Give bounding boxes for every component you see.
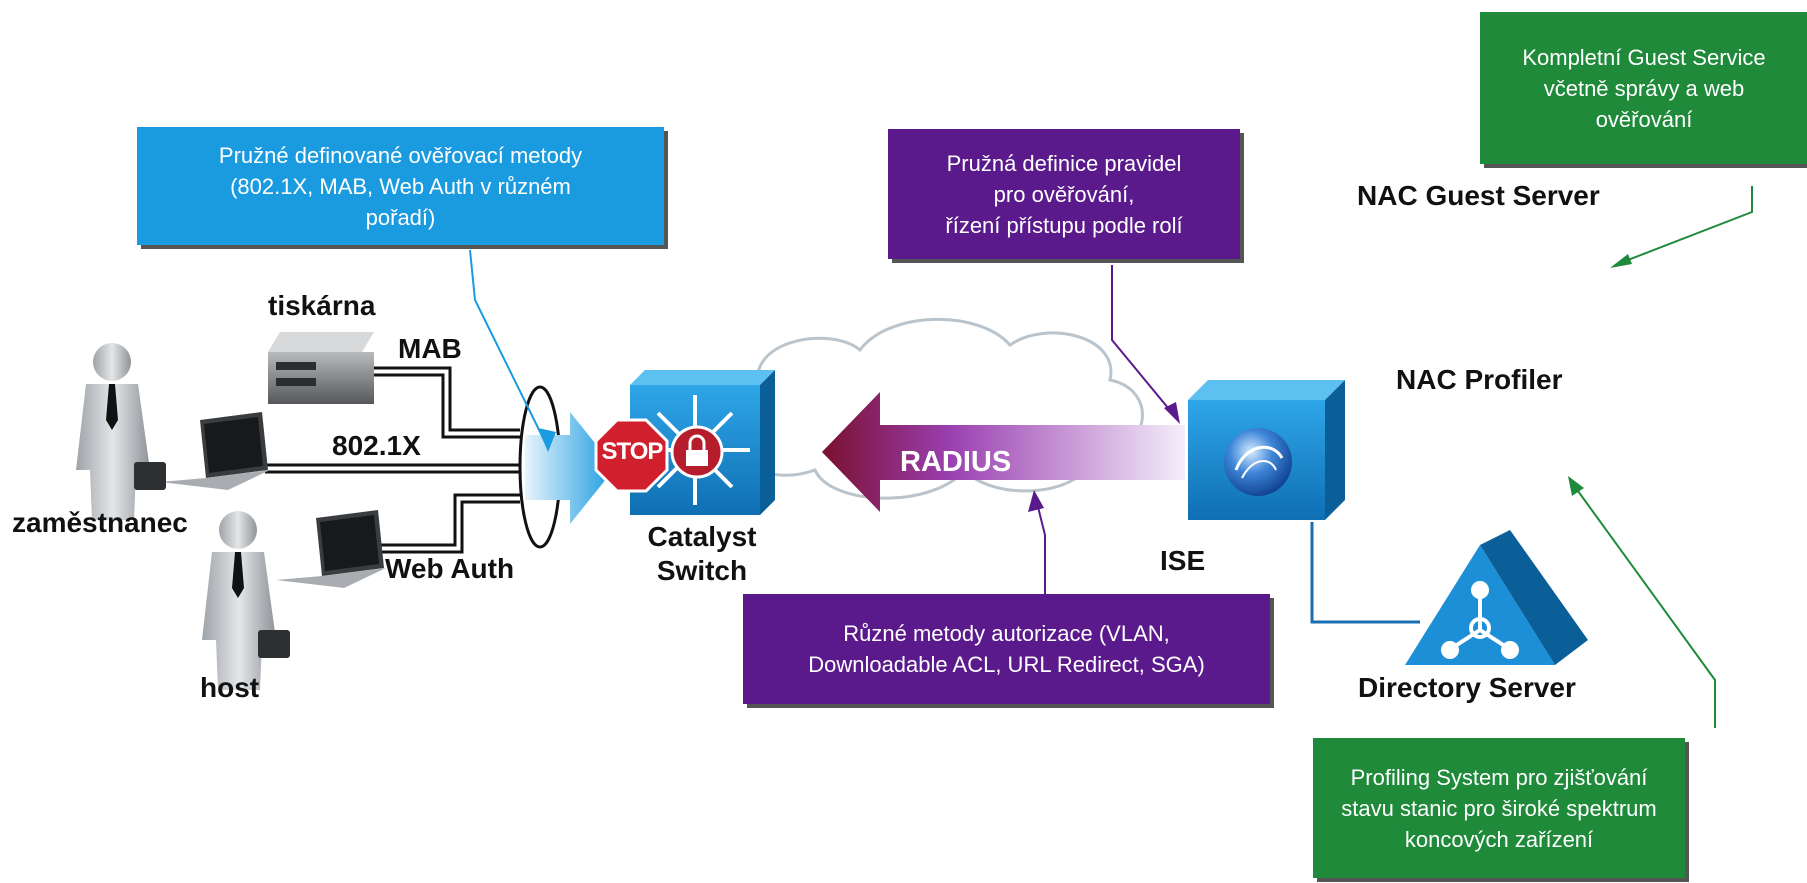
laptop-icon-guest (276, 510, 386, 588)
ise-label: ISE (1160, 545, 1206, 576)
mab-label: MAB (398, 333, 462, 364)
ise-server-icon (1188, 380, 1345, 520)
radius-label: RADIUS (900, 446, 1012, 478)
laptop-icon-employee (160, 412, 270, 490)
directory-server-label: Directory Server (1358, 672, 1576, 703)
employee-label: zaměstnanec (12, 507, 188, 538)
auth-methods-callout-text: Pružné definované ověřovací metody (802.… (218, 142, 583, 230)
profiling-callout-text: Profiling System pro zjišťování stavu st… (1341, 764, 1657, 852)
web-auth-label: Web Auth (385, 553, 515, 584)
leader-arrowheads (538, 254, 1632, 512)
callout-leaders (469, 186, 1753, 728)
dot1x-label: 802.1X (332, 430, 421, 461)
policy-callout-text: Pružná definice pravidel pro ověřování, … (945, 150, 1183, 238)
catalyst-switch-icon (630, 370, 775, 515)
policy-callout: Pružná definice pravidel pro ověřování, … (888, 129, 1240, 259)
guest-service-callout: Kompletní Guest Service včetně správy a … (1480, 12, 1807, 164)
stop-sign-icon (594, 418, 669, 493)
radius-arrow (822, 392, 1185, 512)
employee-figure (76, 343, 166, 520)
guest-figure (202, 511, 290, 690)
ise-directory-line (1310, 522, 1420, 624)
printer-label: tiskárna (268, 290, 376, 321)
nac-guest-server-label: NAC Guest Server (1357, 180, 1600, 211)
guest-service-callout-text: Kompletní Guest Service včetně správy a … (1522, 44, 1766, 132)
switch-label: Catalyst Switch (647, 521, 757, 586)
authorization-callout: Různé metody autorizace (VLAN, Downloada… (743, 594, 1270, 704)
authorization-callout-text: Různé metody autorizace (VLAN, Downloada… (808, 621, 1205, 677)
access-lines (265, 366, 520, 554)
nac-profiler-label: NAC Profiler (1396, 364, 1563, 395)
directory-server-icon (1405, 530, 1588, 665)
auth-methods-callout: Pružné definované ověřovací metody (802.… (137, 127, 664, 245)
profiling-callout: Profiling System pro zjišťování stavu st… (1313, 738, 1685, 878)
stop-sign-label: STOP (601, 438, 664, 465)
guest-label: host (200, 672, 260, 703)
printer-icon (268, 332, 374, 404)
